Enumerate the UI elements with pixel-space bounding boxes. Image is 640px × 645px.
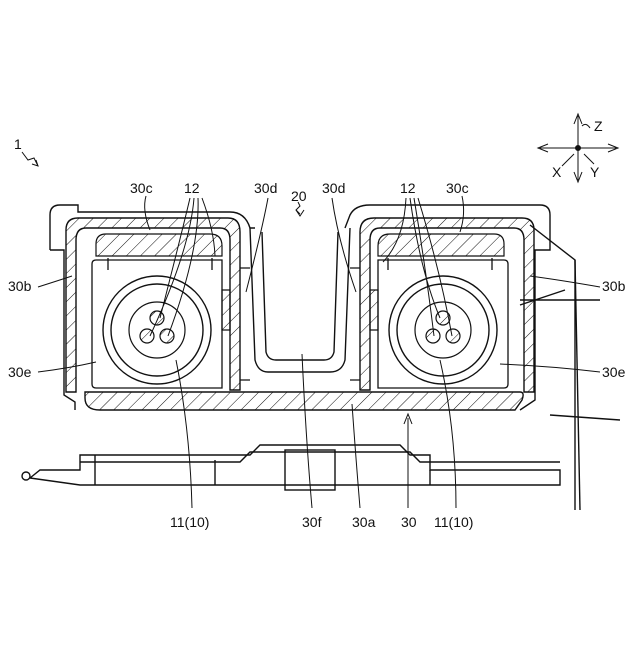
frame-edge-line — [575, 260, 580, 510]
base-hook — [22, 472, 30, 480]
reference-numeral-label: 1 — [14, 136, 22, 152]
label-30b-right: 30b — [602, 278, 625, 294]
base-plate — [30, 445, 560, 485]
label-30e-right: 30e — [602, 364, 625, 380]
left-cable — [103, 276, 211, 384]
label-30c-left: 30c — [130, 180, 153, 196]
label-30b-left: 30b — [8, 278, 31, 294]
label-11-10-left: 11(10) — [170, 514, 209, 530]
label-30a: 30a — [352, 514, 375, 530]
label-12-left: 12 — [184, 180, 200, 196]
label-30d-left: 30d — [254, 180, 277, 196]
axis-z-label: Z — [594, 118, 603, 134]
center-trough — [250, 228, 350, 372]
base-plate-inner — [80, 452, 560, 462]
axis-y-label: Y — [590, 164, 599, 180]
label-30e-left: 30e — [8, 364, 31, 380]
label-30d-right: 30d — [322, 180, 345, 196]
hatched-shell — [66, 218, 534, 410]
label-11-10-right: 11(10) — [434, 514, 473, 530]
label-30f: 30f — [302, 514, 321, 530]
label-30: 30 — [401, 514, 417, 530]
label-12-right: 12 — [400, 180, 416, 196]
label-30c-right: 30c — [446, 180, 469, 196]
base-ribs — [95, 455, 430, 485]
axis-x-label: X — [552, 164, 561, 180]
label-20: 20 — [291, 188, 307, 204]
